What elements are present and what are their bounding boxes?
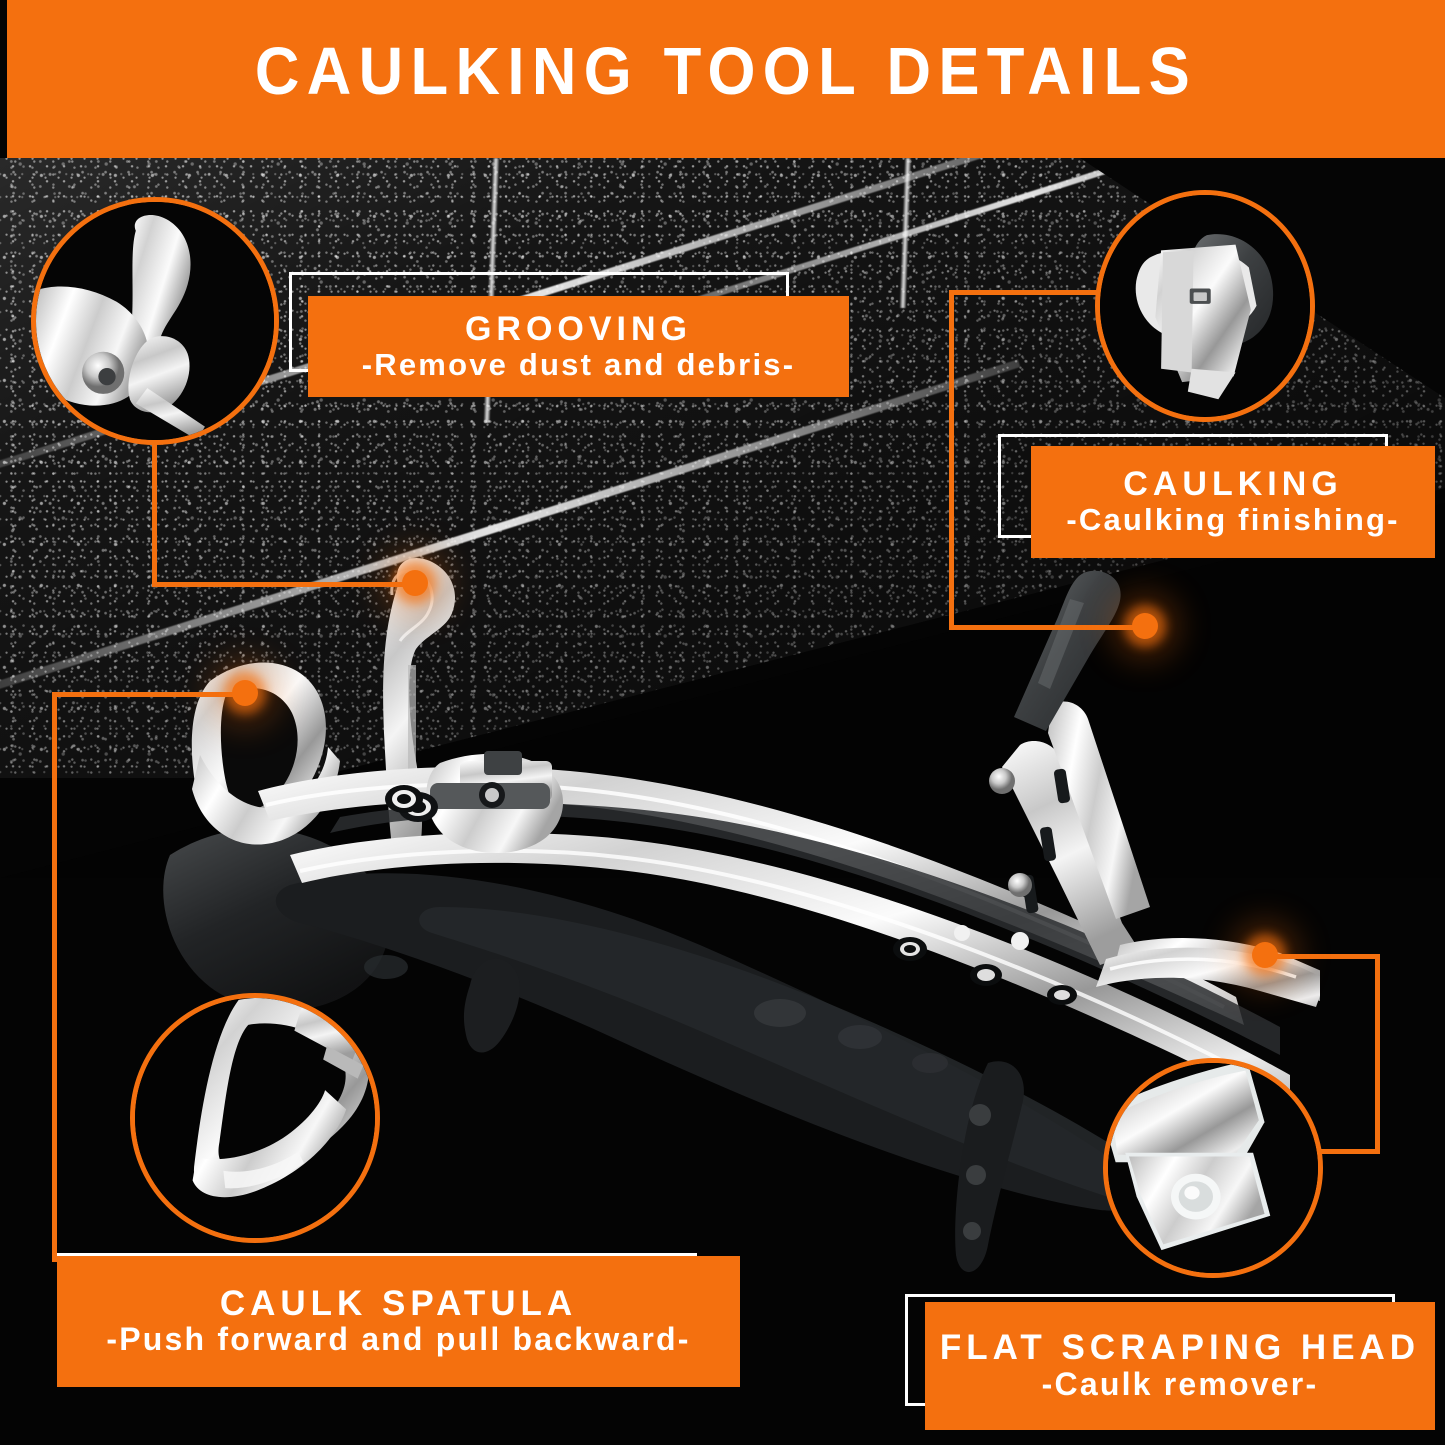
hotspot-caulking[interactable]	[1132, 613, 1158, 639]
connector-grooving-vertical	[152, 420, 157, 587]
callout-label-caulk-spatula[interactable]: CAULK SPATULA -Push forward and pull bac…	[57, 1253, 740, 1390]
product-svg	[163, 558, 1326, 1273]
callout-plate-grooving: GROOVING -Remove dust and debris-	[308, 296, 849, 397]
product-image-caulking-tool	[140, 555, 1326, 1315]
inset-grooving-blade-closeup[interactable]	[31, 197, 279, 445]
inset-spatula-art	[135, 998, 375, 1238]
inset-caulking-art	[1100, 195, 1310, 417]
callout-plate-flat-scraping-head: FLAT SCRAPING HEAD -Caulk remover-	[925, 1302, 1435, 1430]
callout-title-flat-scraping-head: FLAT SCRAPING HEAD	[939, 1328, 1421, 1368]
header-banner: CAULKING TOOL DETAILS	[7, 0, 1445, 158]
inset-flat-art	[1108, 1063, 1318, 1273]
callout-plate-caulk-spatula: CAULK SPATULA -Push forward and pull bac…	[57, 1256, 740, 1387]
connector-flat-horizontal-bottom	[1320, 1149, 1380, 1154]
connector-caulking-horizontal-top	[949, 290, 1119, 295]
hotspot-caulk-spatula[interactable]	[232, 680, 258, 706]
hotspot-flat-scraping-head[interactable]	[1252, 942, 1278, 968]
callout-label-flat-scraping-head[interactable]: FLAT SCRAPING HEAD -Caulk remover-	[905, 1294, 1435, 1430]
callout-label-grooving[interactable]: GROOVING -Remove dust and debris-	[289, 272, 849, 397]
connector-spatula-horizontal	[52, 692, 257, 697]
inset-caulking-head-closeup[interactable]	[1095, 190, 1315, 422]
connector-spatula-vertical	[52, 692, 57, 1262]
callout-label-caulking[interactable]: CAULKING -Caulking finishing-	[998, 434, 1435, 558]
page-title: CAULKING TOOL DETAILS	[254, 34, 1198, 109]
callout-subtitle-caulking: -Caulking finishing-	[1066, 502, 1400, 537]
connector-flat-vertical	[1375, 954, 1380, 1154]
connector-grooving-horizontal	[152, 582, 414, 587]
connector-caulking-vertical	[949, 290, 954, 630]
inset-flat-scraping-head-closeup[interactable]	[1103, 1058, 1323, 1278]
inset-grooving-art	[36, 202, 274, 440]
inset-caulk-spatula-closeup[interactable]	[130, 993, 380, 1243]
connector-flat-horizontal-top	[1264, 954, 1380, 959]
connector-caulking-horizontal-bottom	[949, 625, 1145, 630]
hotspot-grooving[interactable]	[402, 570, 428, 596]
callout-title-caulk-spatula: CAULK SPATULA	[219, 1283, 578, 1323]
callout-subtitle-grooving: -Remove dust and debris-	[361, 346, 796, 382]
callout-plate-caulking: CAULKING -Caulking finishing-	[1031, 446, 1435, 558]
callout-title-grooving: GROOVING	[464, 309, 693, 348]
callout-subtitle-caulk-spatula: -Push forward and pull backward-	[106, 1321, 691, 1358]
callout-title-caulking: CAULKING	[1123, 465, 1343, 504]
callout-subtitle-flat-scraping-head: -Caulk remover-	[1041, 1365, 1319, 1402]
